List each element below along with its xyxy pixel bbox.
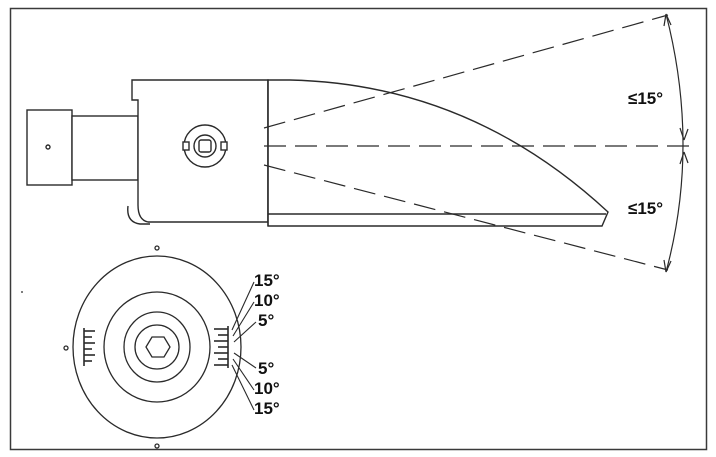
tilt-down-5: 5° <box>258 359 274 378</box>
dial-hatch-right <box>214 326 229 368</box>
diagram-frame <box>9 7 708 451</box>
dial-mark-bottom <box>154 443 160 449</box>
pivot-lug-right <box>220 141 228 151</box>
tilt-dial-front-view <box>63 245 242 449</box>
arc-arrow-top <box>663 13 672 27</box>
beam-lines <box>263 14 690 271</box>
beam-upper <box>263 14 669 129</box>
beam-label-upper: ≤15° <box>628 89 663 108</box>
beam-lower <box>263 164 669 271</box>
luminaire-side-view <box>26 79 609 227</box>
luminaire-head <box>267 79 609 227</box>
beam-angle-arc <box>663 13 689 273</box>
spigot-screw <box>45 144 51 150</box>
tilt-down-10: 10° <box>254 379 280 398</box>
tilt-up-10: 10° <box>254 291 280 310</box>
tilt-up-5: 5° <box>258 311 274 330</box>
arc-arrow-mid-down <box>679 151 689 165</box>
pivot-hex <box>198 139 212 153</box>
dial-mark-top <box>154 245 160 251</box>
dial-mark-left <box>63 345 69 351</box>
stray-mark <box>21 291 23 293</box>
arc-arrow-bottom <box>663 259 672 273</box>
beam-label-lower: ≤15° <box>628 199 663 218</box>
pivot-lug-left <box>182 141 190 151</box>
arc-arrow-mid-up <box>679 127 689 141</box>
dial-hatch-left <box>83 328 95 366</box>
dial-hex-nut <box>145 336 171 358</box>
tilt-down-15: 15° <box>254 399 280 418</box>
housing-foot <box>127 205 150 225</box>
mounting-spigot <box>26 109 73 186</box>
tilt-leader-lines <box>231 281 257 411</box>
spigot-sleeve <box>71 115 139 181</box>
tilt-up-15: 15° <box>254 271 280 290</box>
